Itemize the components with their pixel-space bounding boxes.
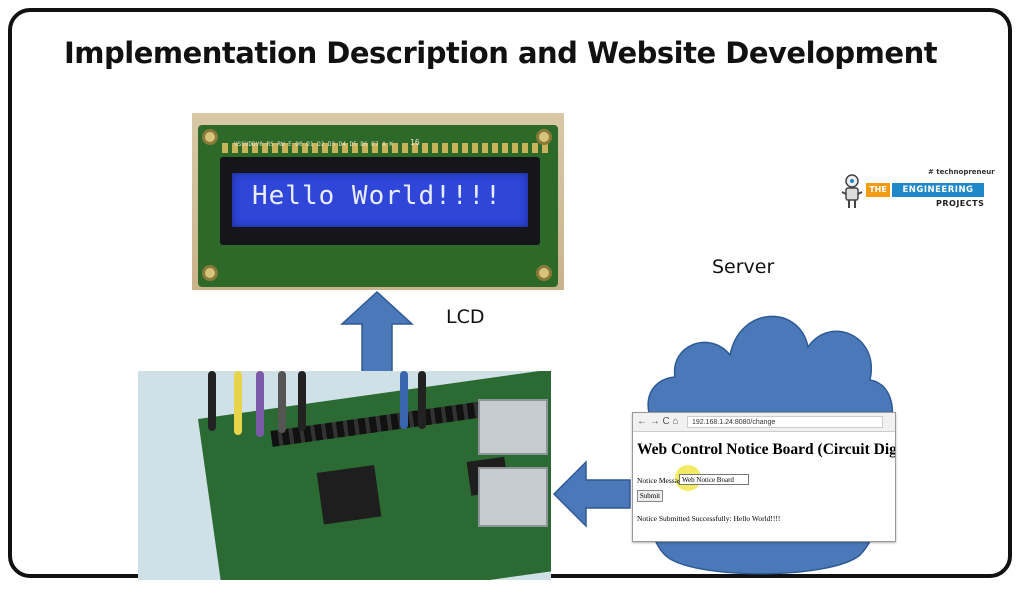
slide-title: Implementation Description and Website D…	[64, 36, 938, 70]
browser-nav-icons: ← → C ⌂	[637, 416, 679, 427]
robot-icon	[841, 174, 863, 208]
submit-status: Notice Submitted Successfully: Hello Wor…	[637, 514, 781, 523]
lcd-pin-labels: VSSVDDV0 RS RW E D0 D1 D2 D3 D4 D5 D6 D7…	[234, 141, 393, 148]
raspberry-pi-photo	[138, 371, 551, 580]
notice-message-input: Web Notice Board	[679, 474, 749, 485]
soc-chip	[316, 464, 382, 525]
browser-toolbar: ← → C ⌂ 192.168.1.24:8080/change	[633, 413, 895, 432]
lcd-bezel: Hello World!!!!	[220, 157, 540, 245]
lcd-pcb: VSSVDDV0 RS RW E D0 D1 D2 D3 D4 D5 D6 D7…	[198, 125, 558, 287]
address-bar: 192.168.1.24:8080/change	[687, 416, 883, 428]
lcd-photo: VSSVDDV0 RS RW E D0 D1 D2 D3 D4 D5 D6 D7…	[192, 113, 564, 290]
logo-engineering: ENGINEERING	[892, 183, 984, 197]
lcd-screen: Hello World!!!!	[232, 173, 528, 227]
notice-message-label: Notice Message:	[637, 476, 688, 485]
usb-port	[478, 399, 548, 455]
lcd-text: Hello World!!!!	[252, 181, 502, 211]
engineering-projects-logo: # technopreneur THE ENGINEERING PROJECTS	[840, 168, 995, 212]
jumper-wire	[418, 371, 426, 429]
submit-button: Submit	[637, 490, 663, 502]
browser-window: ← → C ⌂ 192.168.1.24:8080/change Web Con…	[632, 412, 896, 542]
jumper-wire	[298, 371, 306, 431]
mount-hole	[536, 265, 552, 281]
mount-hole	[202, 265, 218, 281]
lcd-pin-row	[222, 143, 552, 153]
logo-the: THE	[866, 183, 890, 197]
mount-hole	[202, 129, 218, 145]
logo-tagline: # technopreneur	[928, 168, 995, 176]
jumper-wire	[278, 371, 286, 433]
mount-hole	[536, 129, 552, 145]
jumper-wire	[400, 371, 408, 429]
server-label: Server	[712, 256, 775, 278]
up-arrow	[340, 290, 414, 373]
lcd-label: LCD	[446, 306, 485, 328]
usb-port	[478, 467, 548, 527]
jumper-wire	[256, 371, 264, 437]
jumper-wire	[234, 371, 242, 435]
logo-projects: PROJECTS	[936, 199, 985, 208]
left-arrow	[552, 460, 631, 528]
jumper-wire	[208, 371, 216, 431]
lcd-pin-number: 16	[410, 138, 420, 147]
notice-board-title: Web Control Notice Board (Circuit Digest…	[637, 441, 896, 458]
